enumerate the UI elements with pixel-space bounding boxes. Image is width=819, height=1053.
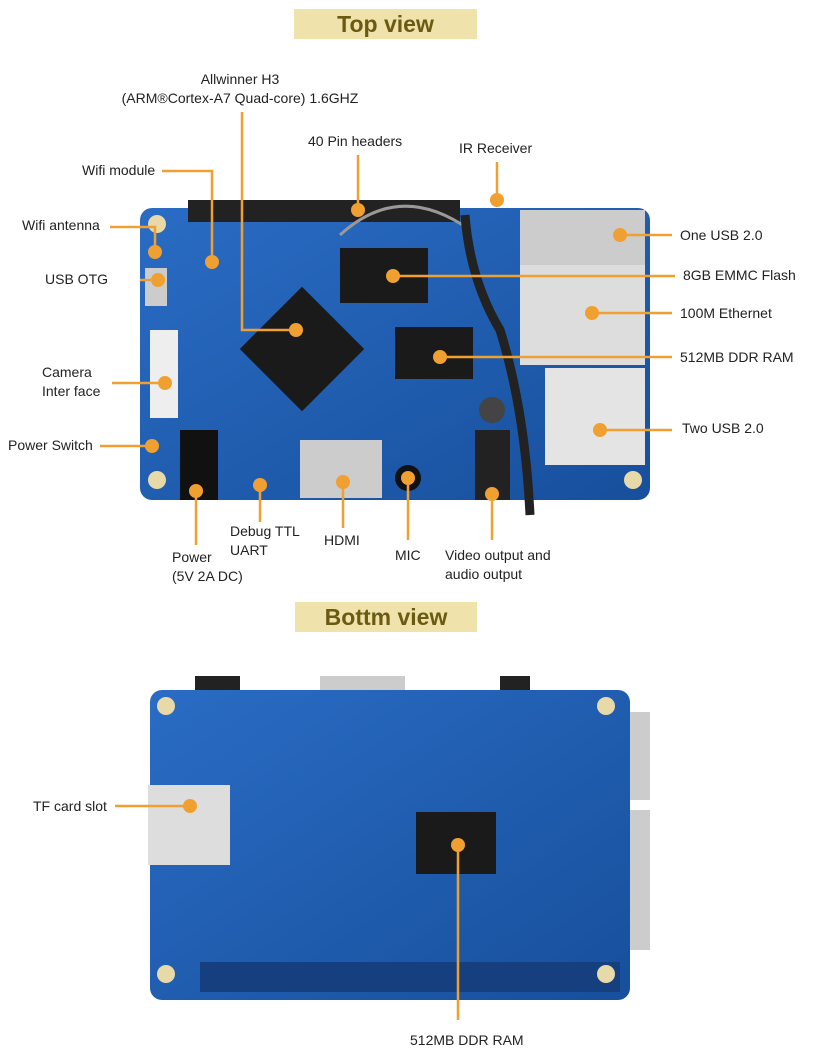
label-pin-headers: 40 Pin headers [308, 133, 403, 149]
label-power-switch: Power Switch [8, 437, 93, 453]
label-ethernet: 100M Ethernet [680, 305, 772, 321]
hdmi-port [300, 440, 382, 498]
label-wifi-module: Wifi module [82, 162, 156, 178]
label-bottom-ddr: 512MB DDR RAM [410, 1032, 524, 1048]
label-one-usb: One USB 2.0 [680, 227, 763, 243]
label-power: Power (5V 2A DC) [172, 549, 243, 584]
label-emmc: 8GB EMMC Flash [683, 267, 796, 283]
label-tf-card: TF card slot [33, 798, 107, 814]
bottom-board [148, 676, 650, 1000]
two-usb-port [545, 368, 645, 465]
label-two-usb: Two USB 2.0 [682, 420, 764, 436]
callout-dots [145, 193, 627, 852]
label-ddr: 512MB DDR RAM [680, 349, 794, 365]
label-av-output: Video output and audio output [445, 547, 551, 582]
h3-chip [239, 286, 365, 412]
label-camera: Camera Inter face [42, 364, 101, 399]
label-wifi-antenna: Wifi antenna [22, 217, 100, 233]
tf-card-slot [148, 785, 230, 865]
label-usb-otg: USB OTG [45, 271, 109, 287]
bottom-view-banner: Bottm view [295, 602, 477, 632]
label-hdmi: HDMI [324, 532, 360, 548]
label-cpu: Allwinner H3 (ARM®Cortex-A7 Quad-core) 1… [121, 71, 359, 106]
pin-header [188, 200, 460, 222]
ddr-chip [395, 327, 473, 379]
label-mic: MIC [395, 547, 421, 563]
label-ir-receiver: IR Receiver [459, 140, 533, 156]
label-debug-uart: Debug TTL UART [230, 523, 300, 558]
ethernet-port [520, 265, 645, 365]
camera-connector [150, 330, 178, 418]
top-view-banner: Top view [294, 9, 477, 39]
leader-lines [100, 112, 675, 1020]
